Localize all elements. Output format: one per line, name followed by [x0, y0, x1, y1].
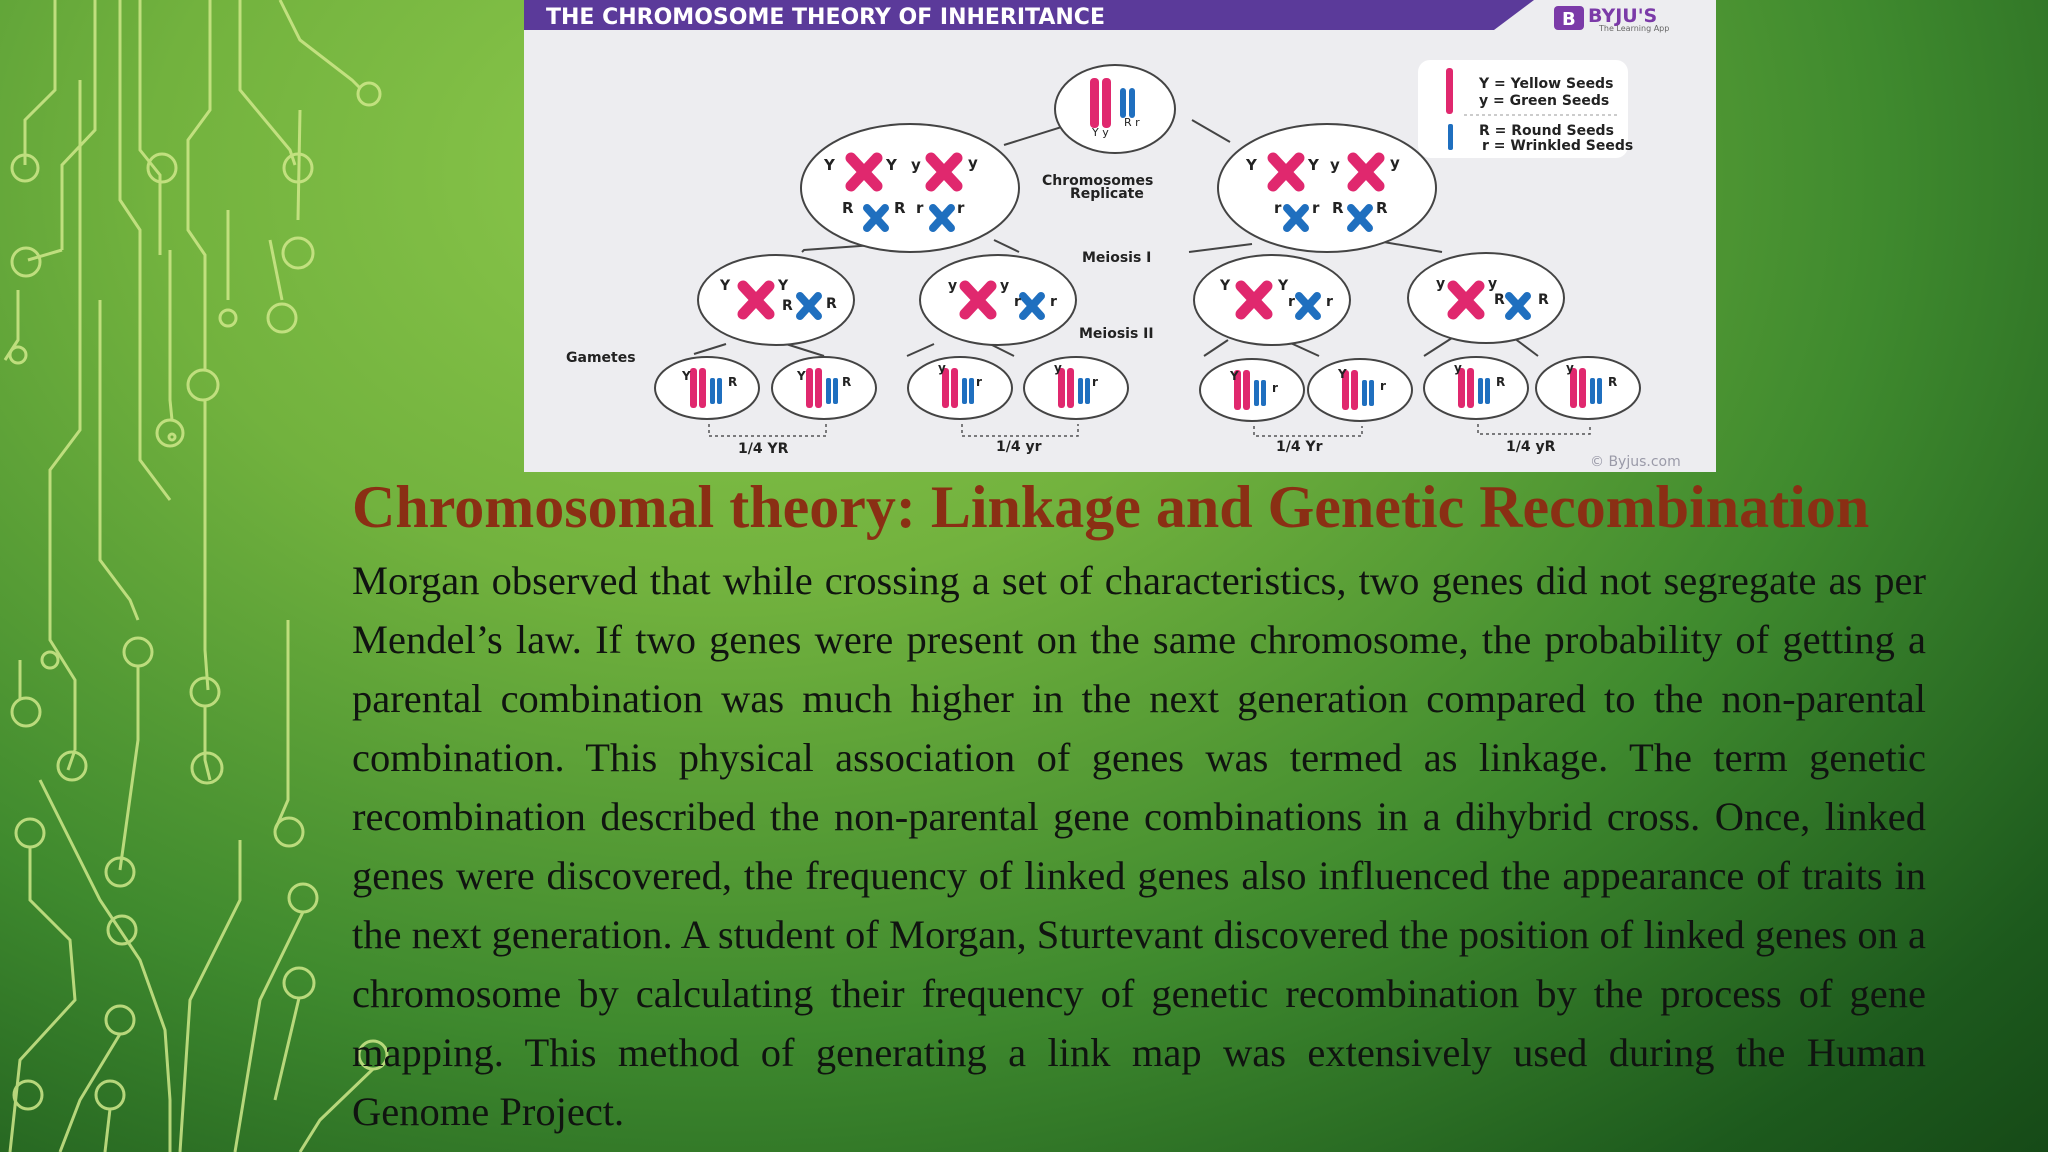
meiosis1-cell-1: Y Y R R [697, 254, 855, 346]
logo-icon: B [1562, 9, 1576, 30]
meiosis1-cell-3: Y Y r r [1193, 254, 1351, 346]
svg-text:r: r [1272, 381, 1278, 395]
label-meiosis2: Meiosis II [1079, 326, 1154, 342]
svg-text:R: R [842, 375, 851, 389]
replicated-cell-right: Y Y y y r r R R [1217, 123, 1437, 253]
svg-text:Y: Y [1229, 369, 1239, 383]
svg-text:R: R [1538, 292, 1549, 308]
legend-green: y = Green Seeds [1479, 93, 1609, 109]
copyright: © Byjus.com [1590, 454, 1681, 470]
svg-text:Y: Y [1277, 278, 1289, 294]
svg-text:r: r [1326, 294, 1333, 310]
svg-text:Y: Y [796, 369, 806, 383]
svg-text:y: y [1390, 154, 1400, 172]
svg-text:r: r [1274, 199, 1282, 217]
svg-text:r: r [976, 375, 982, 389]
svg-text:R: R [1494, 292, 1505, 308]
svg-text:y: y [1566, 361, 1574, 375]
svg-text:R: R [894, 199, 906, 217]
svg-text:Y: Y [719, 278, 731, 294]
svg-text:r: r [1312, 199, 1320, 217]
svg-text:y: y [1454, 361, 1462, 375]
legend-round: R = Round Seeds [1479, 123, 1614, 139]
svg-text:R r: R r [1124, 116, 1140, 129]
parent-cell: Y y R r [1054, 64, 1176, 154]
svg-text:y: y [1488, 276, 1497, 292]
svg-text:y: y [1000, 278, 1009, 294]
svg-text:Y: Y [1337, 367, 1347, 381]
svg-text:y: y [968, 154, 978, 172]
banner-background [524, 0, 1534, 30]
logo-mark [1554, 6, 1584, 30]
circuit-decoration [3, 0, 389, 1152]
svg-text:y: y [948, 278, 957, 294]
chromosome-theory-figure: THE CHROMOSOME THEORY OF INHERITANCE B B… [524, 0, 1716, 472]
logo-tagline: The Learning App [1598, 24, 1669, 33]
svg-text:R: R [1376, 199, 1388, 217]
legend-wrinkled: r = Wrinkled Seeds [1482, 138, 1633, 154]
gamete-group-3: 1/4 Yr [1276, 439, 1323, 455]
label-replicate: Replicate [1070, 186, 1144, 202]
svg-text:Y: Y [823, 156, 836, 174]
svg-text:Y: Y [1307, 156, 1320, 174]
svg-text:R: R [1496, 375, 1505, 389]
svg-text:r: r [957, 199, 965, 217]
gamete-cells: Y R Y R y r y r Y r Y r y R [654, 356, 1641, 422]
gamete-group-4: 1/4 yR [1506, 439, 1556, 455]
svg-text:Y y: Y y [1091, 126, 1109, 139]
svg-text:y: y [1330, 156, 1340, 174]
svg-text:r: r [916, 199, 924, 217]
svg-text:r: r [1092, 375, 1098, 389]
slide-title: Chromosomal theory: Linkage and Genetic … [352, 474, 1870, 540]
svg-text:r: r [1014, 294, 1021, 310]
banner-title: THE CHROMOSOME THEORY OF INHERITANCE [546, 5, 1105, 30]
svg-text:R: R [1332, 199, 1344, 217]
svg-text:R: R [728, 375, 737, 389]
svg-text:r: r [1288, 294, 1295, 310]
svg-text:y: y [1054, 361, 1062, 375]
svg-text:R: R [1608, 375, 1617, 389]
label-chromosomes: Chromosomes [1042, 173, 1153, 189]
label-gametes: Gametes [566, 350, 636, 366]
svg-text:Y: Y [1245, 156, 1258, 174]
svg-text:y: y [1436, 276, 1445, 292]
legend-yellow: Y = Yellow Seeds [1478, 76, 1613, 92]
svg-text:R: R [826, 296, 837, 312]
gamete-group-2: 1/4 yr [996, 439, 1042, 455]
svg-text:Y: Y [885, 156, 898, 174]
gamete-group-1: 1/4 YR [738, 441, 789, 457]
legend-box: Y = Yellow Seeds y = Green Seeds R = Rou… [1418, 60, 1633, 158]
label-meiosis1: Meiosis I [1082, 250, 1151, 266]
svg-text:Y: Y [777, 278, 789, 294]
svg-text:r: r [1050, 294, 1057, 310]
logo-text: BYJU'S [1588, 5, 1657, 27]
svg-text:R: R [782, 298, 793, 314]
svg-text:r: r [1380, 379, 1386, 393]
svg-text:Y: Y [681, 369, 691, 383]
replicated-cell-left: Y Y y y R R r r [800, 123, 1020, 253]
slide-body: Morgan observed that while crossing a se… [352, 558, 1926, 1134]
meiosis1-cell-2: y y r r [919, 254, 1077, 346]
svg-text:y: y [911, 156, 921, 174]
svg-text:y: y [938, 361, 946, 375]
svg-text:R: R [842, 199, 854, 217]
meiosis1-cell-4: y y R R [1407, 252, 1565, 344]
svg-text:Y: Y [1219, 278, 1231, 294]
